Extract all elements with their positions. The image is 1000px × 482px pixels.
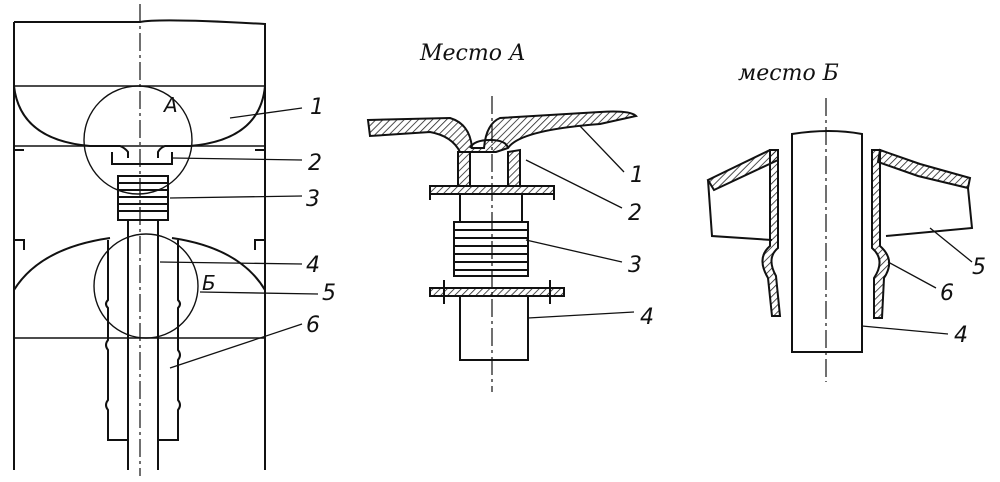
detail-b-leaders bbox=[861, 227, 973, 335]
main-view bbox=[13, 4, 319, 476]
detail-b-sleeve-right bbox=[871, 149, 891, 319]
left-bracket-lower bbox=[14, 239, 25, 250]
main-callout-1: 1 bbox=[310, 95, 324, 120]
rod-part-4 bbox=[127, 220, 159, 470]
detail-b-view bbox=[706, 98, 974, 382]
detail-circle-a bbox=[83, 85, 193, 195]
main-frame bbox=[13, 19, 266, 470]
detail-a-callout-1: 1 bbox=[630, 163, 644, 188]
detail-a-callout-3: 3 bbox=[628, 253, 642, 278]
detail-b-body-part-5 bbox=[707, 179, 974, 241]
detail-a-lower-flange bbox=[429, 280, 565, 304]
bellows-part-3 bbox=[117, 175, 169, 221]
corrugated-tube-part-6 bbox=[105, 240, 181, 441]
detail-a-rod bbox=[459, 296, 529, 361]
circle-label-a: А bbox=[162, 93, 178, 117]
detail-b-title: место Б bbox=[738, 61, 839, 86]
detail-b-callout-5: 5 bbox=[972, 255, 986, 280]
upper-bowl-part-1 bbox=[13, 85, 266, 158]
detail-b-callout-4: 4 bbox=[954, 323, 968, 348]
detail-a-callout-2: 2 bbox=[628, 201, 642, 226]
detail-a-title: Место А bbox=[419, 41, 526, 66]
detail-a-stem bbox=[457, 148, 521, 187]
detail-a-leaders bbox=[525, 125, 635, 319]
main-callout-6: 6 bbox=[306, 313, 320, 338]
main-leaders bbox=[159, 107, 319, 369]
detail-b-rod bbox=[791, 130, 863, 353]
lower-bowl-part-5 bbox=[13, 237, 266, 291]
detail-a-callout-4: 4 bbox=[640, 305, 654, 330]
detail-b-sleeve-left bbox=[761, 149, 782, 317]
detail-circle-b bbox=[93, 233, 199, 339]
main-callout-3: 3 bbox=[306, 187, 320, 212]
detail-a-view bbox=[366, 96, 638, 392]
detail-b-shell-left bbox=[706, 149, 779, 192]
detail-a-dish bbox=[366, 110, 638, 153]
detail-a-neck bbox=[469, 138, 509, 149]
left-bracket-upper bbox=[13, 149, 24, 160]
main-callout-5: 5 bbox=[322, 281, 336, 306]
detail-b-callout-6: 6 bbox=[940, 281, 954, 306]
detail-b-shell-right bbox=[876, 148, 972, 190]
flange-part-2 bbox=[111, 152, 173, 165]
main-callout-4: 4 bbox=[306, 253, 320, 278]
main-callout-2: 2 bbox=[308, 151, 322, 176]
detail-a-bellows bbox=[453, 194, 529, 277]
right-bracket-lower bbox=[254, 239, 265, 250]
circle-label-b: Б bbox=[202, 271, 216, 295]
